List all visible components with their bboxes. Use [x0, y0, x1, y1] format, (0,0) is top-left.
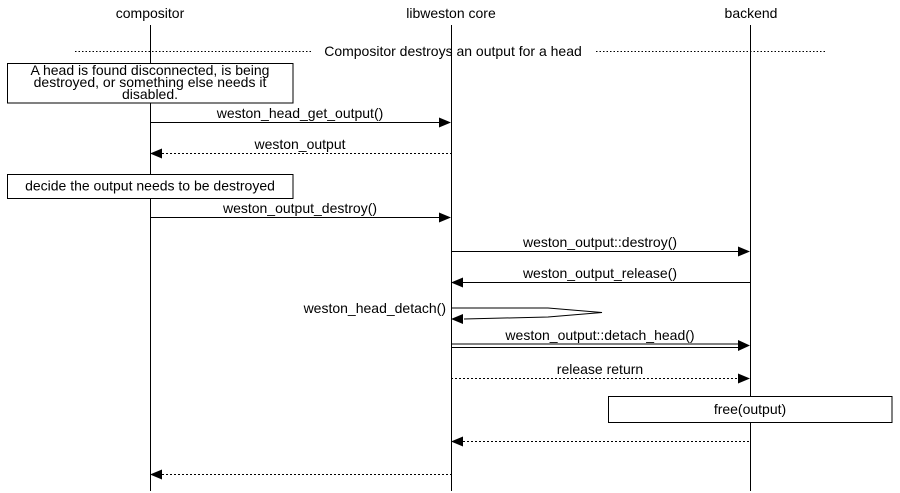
divider: Compositor destroys an output for a head	[75, 43, 825, 59]
message-weston-output-release: weston_output_release()	[451, 265, 750, 288]
participant-label-backend: backend	[725, 5, 778, 21]
self-call-loop	[451, 307, 603, 320]
message-label: weston_output::destroy()	[522, 234, 677, 250]
message-label: weston_output_release()	[522, 265, 677, 281]
message-return-backend-to-core	[451, 436, 750, 447]
divider-label: Compositor destroys an output for a head	[324, 43, 582, 59]
message-label: weston_head_detach()	[303, 300, 446, 316]
message-return-core-to-compositor	[150, 469, 451, 480]
message-label: weston_output_destroy()	[222, 200, 377, 216]
arrowhead-right-icon	[738, 340, 750, 351]
message-weston-output-return: weston_output	[150, 136, 451, 159]
arrowhead-left-icon	[451, 314, 463, 324]
message-weston-output-detach-head: weston_output::detach_head()	[451, 327, 750, 351]
note-disconnected-box	[7, 63, 294, 104]
message-weston-output-destroy-vfunc: weston_output::destroy()	[451, 234, 750, 257]
message-release-return: release return	[451, 361, 750, 384]
message-label: weston_output	[253, 136, 345, 152]
arrowhead-left-icon	[451, 277, 463, 288]
participant-label-libweston-core: libweston core	[406, 5, 496, 21]
message-weston-head-detach-self: weston_head_detach()	[303, 300, 603, 324]
note-decide-destroy: decide the output needs to be destroyed	[7, 174, 294, 199]
message-label: weston_output::detach_head()	[504, 327, 694, 343]
note-free-box	[608, 396, 893, 423]
arrowhead-left-icon	[451, 436, 463, 447]
participant-label-compositor: compositor	[116, 5, 185, 21]
note-decide-label: decide the output needs to be destroyed	[25, 178, 275, 194]
message-label: weston_head_get_output()	[216, 105, 384, 121]
arrowhead-right-icon	[738, 246, 750, 257]
arrowhead-left-icon	[150, 469, 162, 480]
message-weston-head-get-output: weston_head_get_output()	[150, 105, 451, 128]
note-disconnected: A head is found disconnected, is being d…	[7, 62, 294, 104]
arrowhead-right-icon	[439, 212, 451, 223]
arrowhead-right-icon	[738, 373, 750, 384]
note-disconnected-line3: disabled.	[122, 86, 178, 102]
arrowhead-right-icon	[439, 117, 451, 128]
note-decide-box	[7, 174, 294, 199]
note-disconnected-line2: destroyed, or something else needs it	[34, 74, 267, 90]
arrowhead-left-icon	[150, 148, 162, 159]
note-disconnected-line1: A head is found disconnected, is being	[31, 62, 270, 78]
message-label: release return	[557, 361, 643, 377]
message-weston-output-destroy: weston_output_destroy()	[150, 200, 451, 223]
note-free-output: free(output)	[608, 396, 893, 423]
note-free-label: free(output)	[714, 401, 786, 417]
